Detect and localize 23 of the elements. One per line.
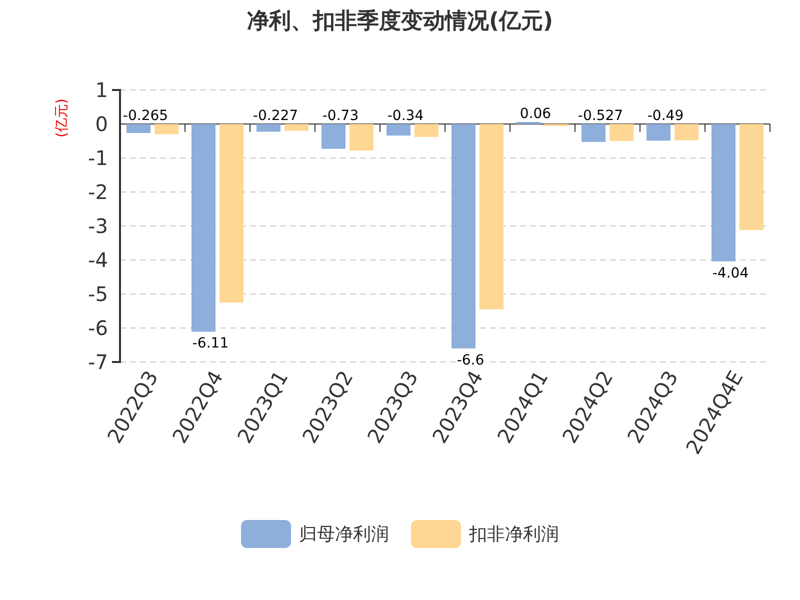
chart-title: 净利、扣非季度变动情况(亿元) [246,8,554,36]
data-label: -0.34 [387,108,424,124]
y-tick-label: 1 [95,78,108,102]
data-label: -0.73 [322,108,359,124]
data-label: 0.06 [520,106,552,122]
y-tick-label: -4 [88,248,108,272]
y-tick-label: -7 [88,350,108,374]
data-label: -0.227 [252,108,298,124]
data-label: -0.527 [578,108,624,124]
data-label: -4.04 [712,265,749,282]
legend-label: 扣非净利润 [469,523,559,546]
y-tick-label: -2 [88,180,108,204]
y-tick-label: -1 [88,146,108,170]
data-label: -0.265 [122,108,168,124]
legend-label: 归母净利润 [299,523,389,546]
data-label: -6.11 [192,336,229,352]
y-axis-title: (亿元) [54,98,70,138]
data-label: -0.49 [647,108,684,124]
y-tick-label: 0 [95,112,108,136]
y-tick-label: -3 [88,214,108,238]
y-tick-label: -5 [88,282,108,306]
y-tick-label: -6 [88,316,108,340]
data-label: -6.6 [456,352,484,368]
